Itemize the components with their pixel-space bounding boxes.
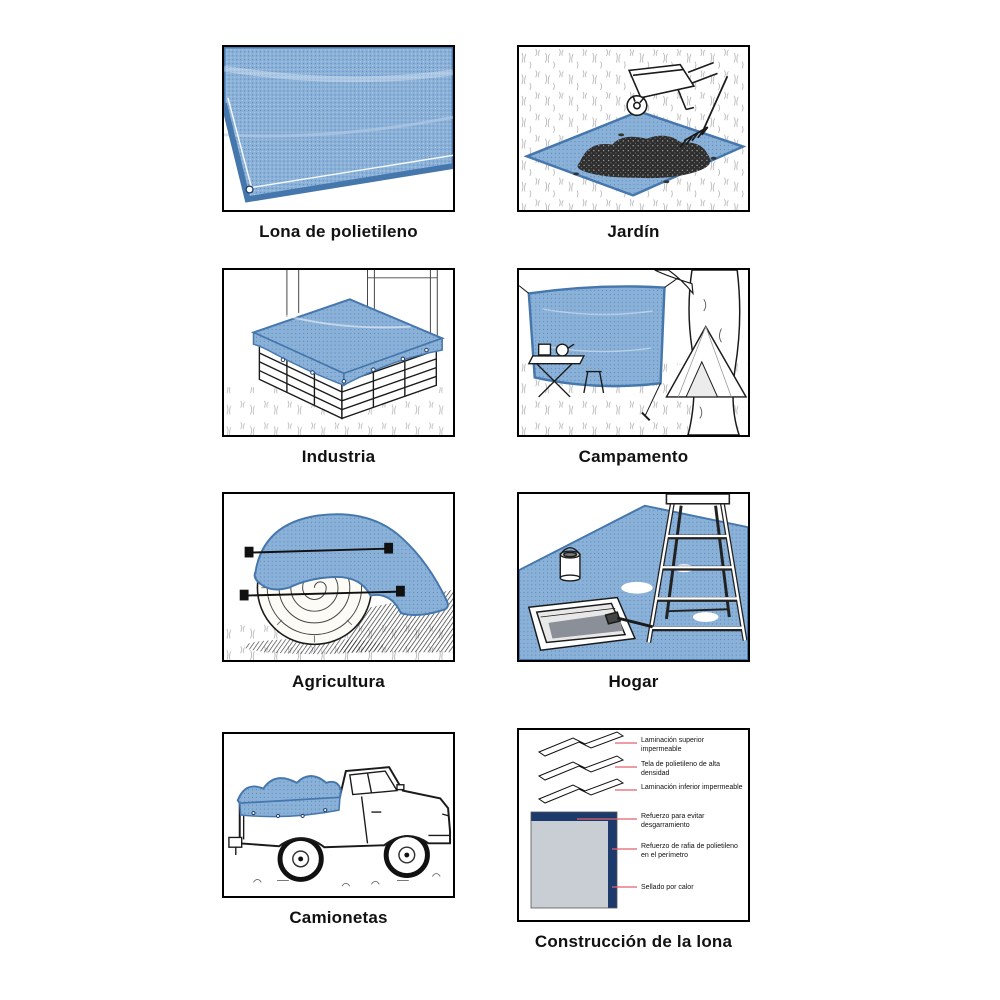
agriculture-illustration <box>224 494 453 660</box>
panel-camping-caption: Campamento <box>578 447 689 466</box>
paint-can <box>559 547 581 582</box>
panel-trucks-caption: Camionetas <box>289 908 388 927</box>
panel-tarp-frame <box>222 45 455 212</box>
tarp-construction-diagram <box>519 730 748 920</box>
panel-camping: Campamento <box>517 268 750 467</box>
panel-agriculture: Agricultura <box>222 492 455 692</box>
straps <box>239 542 405 601</box>
industry-illustration <box>224 270 453 435</box>
panel-construction-frame: Laminación superior impermeable Tela de … <box>517 728 750 922</box>
panel-tarp-caption: Lona de polietileno <box>259 222 418 241</box>
construction-label: Laminación inferior impermeable <box>641 784 743 791</box>
construction-label: Refuerzo de rafia de polietileno en el p… <box>641 843 738 860</box>
rake <box>679 75 729 149</box>
panel-construction-caption: Construcción de la lona <box>534 932 733 951</box>
panel-trucks-frame <box>222 732 455 898</box>
panel-trucks: Camionetas <box>222 732 455 928</box>
truck-details <box>228 770 451 856</box>
home-illustration <box>519 494 748 660</box>
crate <box>258 343 437 420</box>
panel-garden-frame <box>517 45 750 212</box>
paint-tray <box>527 596 654 652</box>
panel-construction: Laminación superior impermeable Tela de … <box>517 728 750 952</box>
panel-agriculture-frame <box>222 492 455 662</box>
wheelbarrow <box>626 61 718 117</box>
camping-illustration <box>519 270 748 435</box>
panel-tarp: Lona de polietileno <box>222 45 455 242</box>
pickup-truck-illustration <box>224 734 453 896</box>
panel-home: Hogar <box>517 492 750 692</box>
construction-label: Sellado por calor <box>641 884 694 891</box>
panel-industry: Industria <box>222 268 455 467</box>
leaf-pile <box>573 133 717 184</box>
panel-agriculture-caption: Agricultura <box>292 672 385 691</box>
step-ladder <box>646 494 748 643</box>
panel-home-caption: Hogar <box>608 672 659 691</box>
panel-industry-caption: Industria <box>301 447 376 466</box>
panel-camping-frame <box>517 268 750 437</box>
wheels <box>277 832 430 882</box>
panel-garden-caption: Jardín <box>607 222 660 241</box>
polyethylene-tarp-illustration <box>224 47 453 203</box>
leader-lines <box>577 742 637 888</box>
construction-label: Tela de polietileno de alta densidad <box>641 761 721 778</box>
construction-label: Laminación superior impermeable <box>641 737 705 754</box>
lamination-layers <box>537 731 625 804</box>
tarp-corner-sample <box>530 811 618 909</box>
ground-marks <box>253 873 441 887</box>
panel-industry-frame <box>222 268 455 437</box>
construction-label: Refuerzo para evitar desgarramiento <box>641 813 705 830</box>
crate-tarp <box>250 298 445 387</box>
garden-illustration <box>519 47 748 210</box>
bed-tarp <box>236 774 342 819</box>
tent <box>665 325 748 398</box>
panel-home-frame <box>517 492 750 662</box>
panel-garden: Jardín <box>517 45 750 242</box>
camp-table <box>527 343 605 398</box>
